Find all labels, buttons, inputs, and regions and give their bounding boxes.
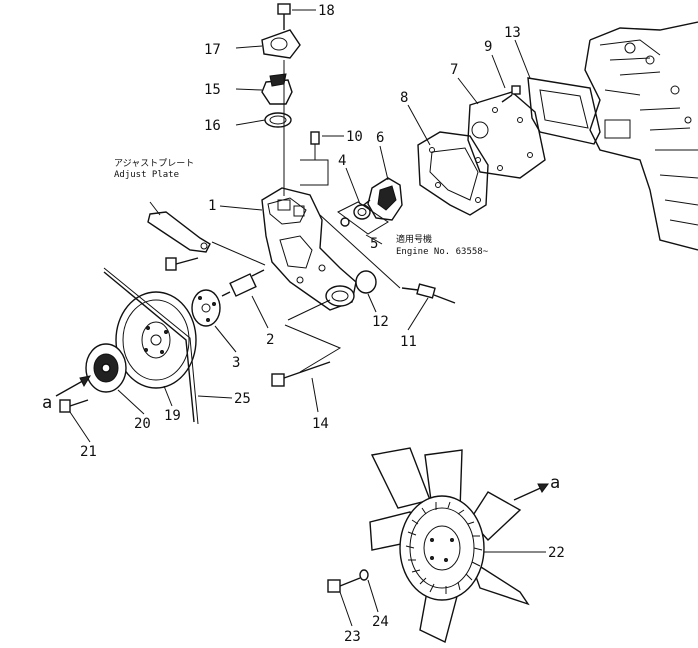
annotations: アジャストプレート Adjust Plate 適用号機 Engine No. 6… — [114, 158, 489, 257]
engine-block — [584, 21, 698, 251]
callout-15: 15 — [204, 82, 221, 98]
callout-20: 20 — [134, 416, 151, 432]
bearing-shaft-2 — [221, 269, 265, 297]
gasket-8 — [417, 131, 489, 216]
serial-label-en: Engine No. 63558~ — [396, 247, 489, 257]
callout-9: 9 — [484, 39, 492, 55]
callout-numbers: 18 17 15 16 10 1 4 6 8 7 9 13 5 12 11 2 … — [42, 3, 565, 645]
gasket-13 — [527, 77, 601, 145]
o-ring-12 — [355, 270, 377, 294]
seal-set-bracket — [337, 201, 389, 235]
thermostat-15 — [261, 73, 293, 105]
callout-18: 18 — [318, 3, 335, 19]
arrow-label-a-right: a — [550, 473, 560, 493]
plug-10 — [310, 131, 320, 160]
callout-17: 17 — [204, 42, 221, 58]
guide-line-14 — [284, 324, 342, 373]
callout-11: 11 — [400, 334, 417, 350]
guide-box-10 — [300, 159, 329, 186]
plate-7 — [467, 91, 546, 179]
bolt-adjust-plate — [165, 257, 199, 271]
arrow-a-left — [55, 375, 92, 397]
guide-line-11 — [319, 214, 401, 289]
adjust-plate-label-jp: アジャストプレート — [114, 158, 194, 169]
pulley-19 — [115, 291, 197, 389]
callout-2: 2 — [266, 332, 274, 348]
callout-23: 23 — [344, 629, 361, 645]
adjust-plate-label-en: Adjust Plate — [114, 170, 179, 180]
callout-6: 6 — [376, 130, 384, 146]
callout-5: 5 — [370, 236, 378, 252]
fan-22 — [369, 447, 530, 643]
thermostat-cover-17 — [261, 29, 301, 59]
bolt-21 — [59, 399, 89, 413]
callout-1: 1 — [208, 198, 216, 214]
leader-lines — [69, 9, 546, 627]
callout-13: 13 — [504, 25, 521, 41]
bolt-9 — [501, 85, 521, 103]
callout-7: 7 — [450, 62, 458, 78]
callout-3: 3 — [232, 355, 240, 371]
flange-3 — [191, 289, 221, 327]
bolt-14 — [271, 361, 331, 387]
callout-24: 24 — [372, 614, 389, 630]
serial-label-jp: 適用号機 — [396, 233, 432, 245]
guide-line-14b — [287, 299, 331, 321]
callout-10: 10 — [346, 129, 363, 145]
gasket-16 — [264, 112, 292, 128]
sensor-11 — [401, 283, 456, 304]
callout-8: 8 — [400, 90, 408, 106]
guide-line-adjust — [211, 241, 266, 266]
callout-25: 25 — [234, 391, 251, 407]
bolt-23 — [327, 577, 361, 593]
arrow-a-right — [513, 483, 549, 501]
callout-19: 19 — [164, 408, 181, 424]
v-belt-25 — [103, 267, 199, 425]
seal-5 — [340, 217, 350, 227]
callout-22: 22 — [548, 545, 565, 561]
seal-4 — [353, 204, 371, 220]
arrow-label-a-left: a — [42, 393, 52, 413]
callout-4: 4 — [338, 153, 346, 169]
callout-12: 12 — [372, 314, 389, 330]
callout-21: 21 — [80, 444, 97, 460]
water-pump-body-1 — [261, 187, 357, 311]
adjust-plate — [147, 201, 211, 253]
callout-14: 14 — [312, 416, 329, 432]
gasket-16-hole — [269, 115, 287, 125]
washer-24 — [359, 569, 369, 581]
callout-16: 16 — [204, 118, 221, 134]
fan-spacer-20 — [85, 343, 127, 393]
bolt-18 — [277, 3, 291, 30]
